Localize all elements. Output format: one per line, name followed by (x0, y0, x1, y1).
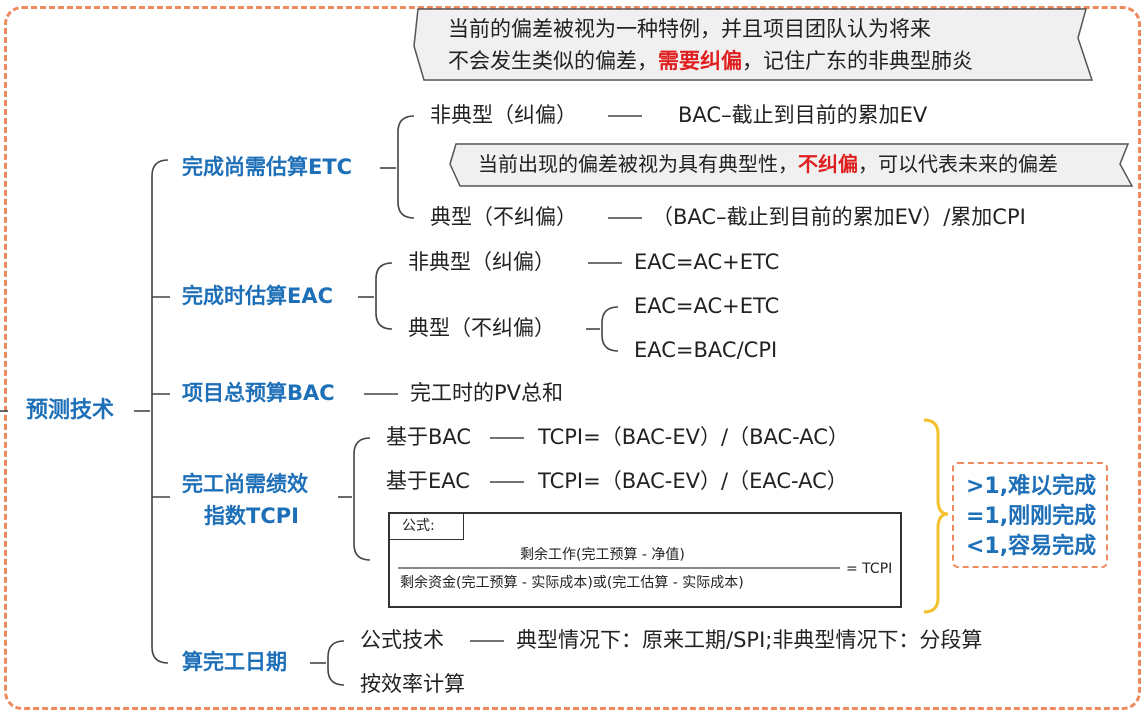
formula-numerator: 剩余工作(完工预算 - 净值) (520, 547, 685, 563)
callout-top-line1: 当前的偏差被视为一种特例，并且项目团队认为将来 (448, 17, 931, 41)
etc-atypical-label: 非典型（纠偏） (430, 103, 577, 127)
callout-mid-shape (449, 143, 1134, 187)
root-bracket (151, 159, 169, 664)
etc-bracket (397, 115, 415, 219)
callout-top-shape (413, 8, 1094, 81)
etc-typical-formula: （BAC–截止到目前的累加EV）/累加CPI (652, 205, 1026, 229)
eac-title: 完成时估算EAC (182, 284, 334, 308)
root-node: 预测技术 (26, 398, 115, 423)
tcpi-result-eq1: =1,刚刚完成 (966, 504, 1097, 529)
eac-typical-formula-2: EAC=BAC/CPI (634, 338, 778, 362)
diagram-frame (4, 6, 1141, 710)
tcpi-results-box (952, 462, 1108, 568)
etc-atypical-formula: BAC–截止到目前的累加EV (678, 103, 928, 127)
callout-top-line2: 不会发生类似的偏差，需要纠偏，记住广东的非典型肺炎 (448, 45, 973, 77)
tcpi-result-gt1: >1,难以完成 (966, 474, 1097, 499)
callout-mid-suffix: ，可以代表未来的偏差 (858, 152, 1058, 176)
date-formula-label: 公式技术 (360, 628, 444, 652)
date-title: 算完工日期 (182, 650, 287, 674)
formula-tag: 公式: (390, 514, 464, 540)
etc-typical-label: 典型（不纠偏） (430, 205, 577, 229)
tcpi-bac-formula: TCPI=（BAC-EV）/（BAC-AC） (538, 425, 849, 449)
eac-typical-label: 典型（不纠偏） (408, 316, 555, 340)
tcpi-result-lt1: <1,容易完成 (966, 534, 1097, 559)
etc-title: 完成尚需估算ETC (182, 155, 353, 179)
tcpi-eac-formula: TCPI=（BAC-EV）/（EAC-AC） (538, 469, 848, 493)
callout-mid-text: 当前出现的偏差被视为具有典型性，不纠偏，可以代表未来的偏差 (478, 148, 1058, 180)
tcpi-results-brace (923, 418, 949, 614)
eac-typ-bracket (601, 306, 619, 352)
eac-atypical-label: 非典型（纠偏） (408, 250, 555, 274)
callout-top-prefix: 不会发生类似的偏差， (448, 49, 658, 73)
formula-denominator: 剩余资金(完工预算 - 实际成本)或(完工估算 - 实际成本) (400, 575, 744, 591)
tcpi-title-line2: 指数TCPI (204, 504, 299, 528)
tcpi-eac-label: 基于EAC (386, 469, 470, 493)
tcpi-title-line1: 完工尚需绩效 (182, 472, 308, 496)
tcpi-bracket (353, 437, 371, 561)
bac-title: 项目总预算BAC (182, 381, 335, 405)
eac-typical-formula-1: EAC=AC+ETC (634, 294, 780, 318)
callout-mid-highlight: 不纠偏 (798, 152, 858, 176)
formula-equals: = TCPI (846, 561, 893, 577)
eac-bracket (375, 262, 393, 330)
callout-top-highlight: 需要纠偏 (658, 49, 742, 73)
bac-desc: 完工时的PV总和 (410, 381, 564, 405)
tcpi-formula-box: 公式: (388, 512, 902, 608)
date-efficiency-label: 按效率计算 (360, 672, 465, 696)
callout-mid-prefix: 当前出现的偏差被视为具有典型性， (478, 152, 798, 176)
eac-atypical-formula: EAC=AC+ETC (634, 250, 780, 274)
date-formula-desc: 典型情况下：原来工期/SPI;非典型情况下：分段算 (516, 628, 983, 652)
tcpi-bac-label: 基于BAC (386, 425, 472, 449)
callout-top-suffix: ，记住广东的非典型肺炎 (742, 49, 973, 73)
date-bracket (327, 640, 345, 686)
